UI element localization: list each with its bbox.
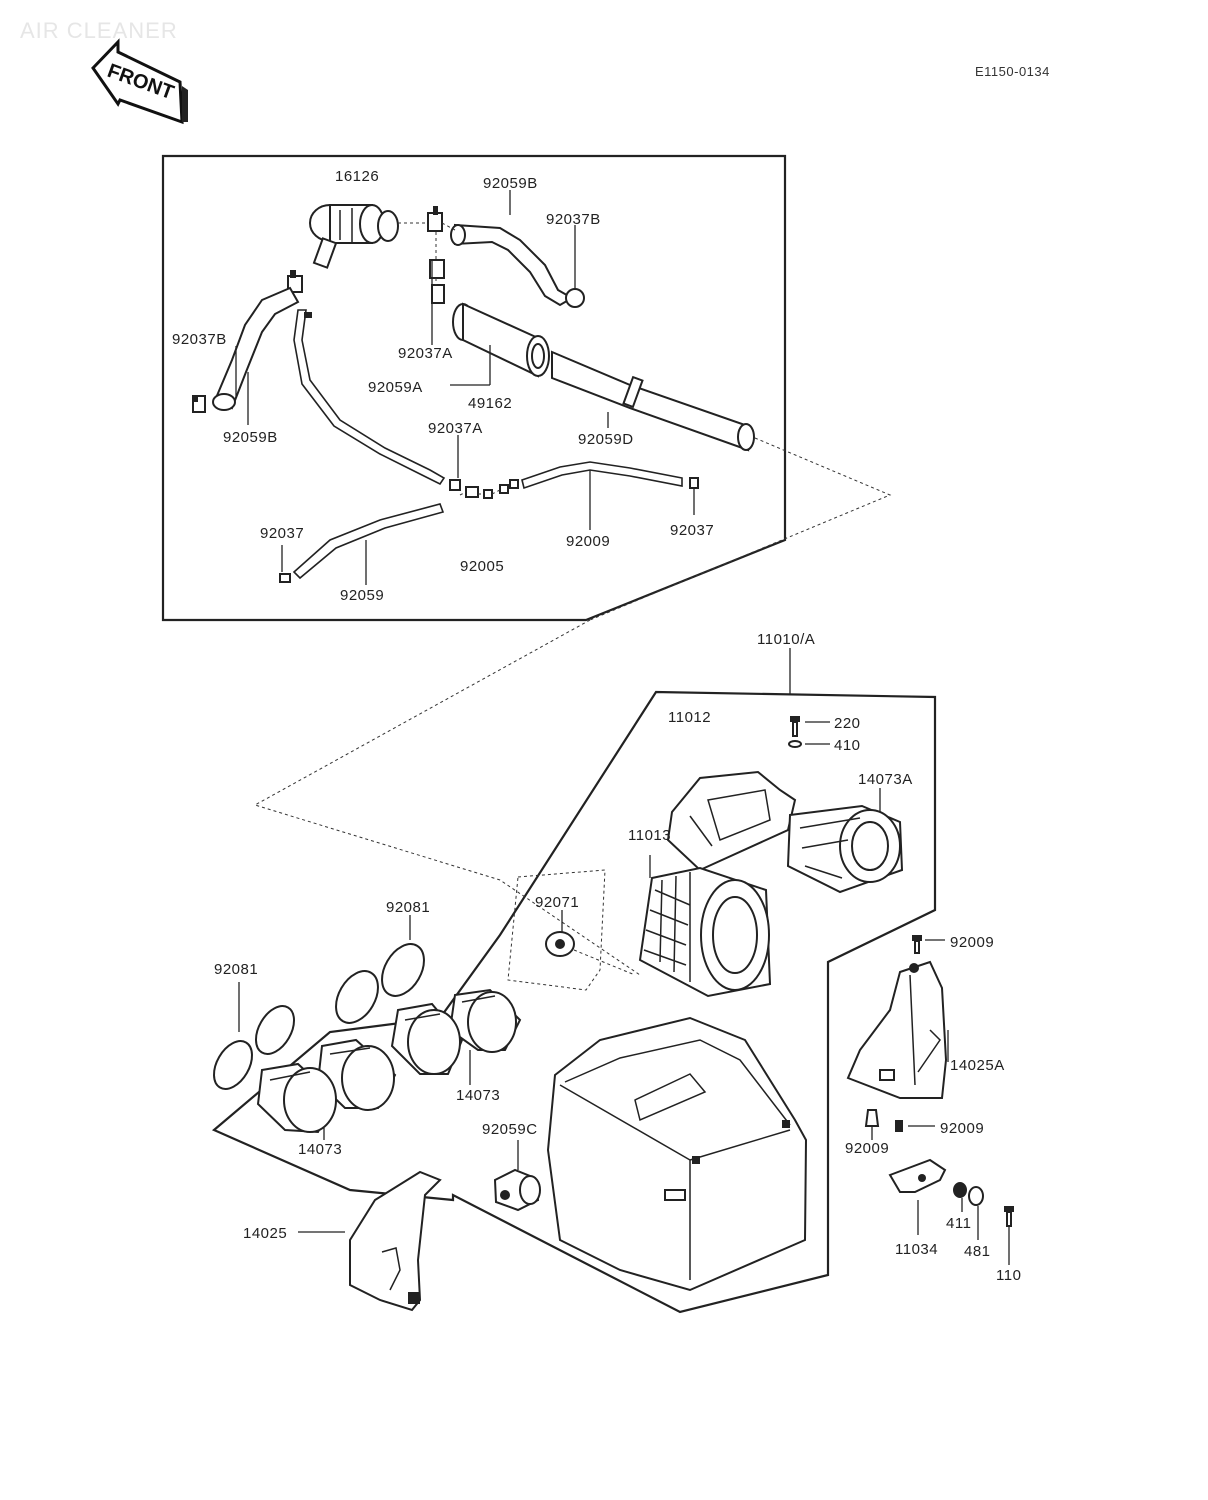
label-92059D: 92059D: [578, 431, 634, 448]
screw-220-icon: [788, 716, 830, 748]
label-16126: 16126: [335, 168, 379, 185]
label-14073-right: 14073: [456, 1087, 500, 1104]
label-92059B-left: 92059B: [223, 429, 278, 446]
label-92059B-top: 92059B: [483, 175, 538, 192]
valve-16126: [309, 204, 399, 269]
label-110: 110: [996, 1267, 1021, 1284]
label-92009-right: 92009: [950, 934, 994, 951]
filter-11013: [638, 866, 772, 998]
part-number-labels: 16126 92059B 92037B 92037B 92037A 92059A…: [172, 168, 1021, 1284]
hose-92059: [292, 503, 445, 580]
label-92037-left: 92037: [260, 525, 304, 542]
label-92037-right: 92037: [670, 522, 714, 539]
stay-11034: [888, 1158, 1014, 1227]
grommet-92071: [507, 869, 636, 991]
label-92059C: 92059C: [482, 1121, 538, 1138]
boots-14073: [256, 988, 522, 1134]
cylinder-49162: [452, 302, 550, 378]
label-92037B-left: 92037B: [172, 331, 227, 348]
cover-11012: [666, 770, 797, 872]
label-11013: 11013: [628, 827, 671, 844]
label-11012: 11012: [668, 709, 711, 726]
label-92009-mid: 92009: [940, 1120, 984, 1137]
label-14073A: 14073A: [858, 771, 913, 788]
bracket-14025A: [846, 960, 948, 1099]
hose-92059A: [293, 309, 446, 486]
rings-92081: [213, 943, 425, 1090]
hose-92059B-top: [454, 223, 574, 307]
label-92009-hose: 92009: [566, 533, 610, 550]
label-92081-top: 92081: [386, 899, 430, 916]
label-92037A-top: 92037A: [398, 345, 453, 362]
hose-92009: [521, 461, 683, 490]
label-411: 411: [946, 1215, 971, 1232]
air-cleaner-case: [546, 1016, 808, 1292]
label-92059: 92059: [340, 587, 384, 604]
label-481: 481: [964, 1243, 991, 1260]
label-14025A: 14025A: [950, 1057, 1005, 1074]
label-92009-low: 92009: [845, 1140, 889, 1157]
fitting-92005: [449, 479, 519, 499]
label-220: 220: [834, 715, 861, 732]
cover-14025: [349, 1170, 442, 1312]
page-title: AIR CLEANER: [20, 18, 178, 43]
label-92059A: 92059A: [368, 379, 423, 396]
label-92071: 92071: [535, 894, 579, 911]
label-49162: 49162: [468, 395, 512, 412]
boot-14073A: [786, 804, 904, 894]
label-92005: 92005: [460, 558, 504, 575]
label-92081-left: 92081: [214, 961, 258, 978]
label-11010A: 11010/A: [757, 631, 815, 648]
drawing-code: E1150-0134: [975, 64, 1050, 79]
front-arrow-icon: FRONT: [91, 38, 188, 125]
label-11034: 11034: [895, 1241, 938, 1258]
screw-92009-icons: [864, 935, 945, 1140]
label-92037B-top: 92037B: [546, 211, 601, 228]
label-14025: 14025: [243, 1225, 287, 1242]
plug-92059C: [493, 1168, 541, 1212]
label-14073-left: 14073: [298, 1141, 342, 1158]
label-410: 410: [834, 737, 861, 754]
hose-92059B-left: [214, 286, 300, 410]
leader-lines-top: [235, 190, 695, 585]
label-92037A-mid: 92037A: [428, 420, 483, 437]
